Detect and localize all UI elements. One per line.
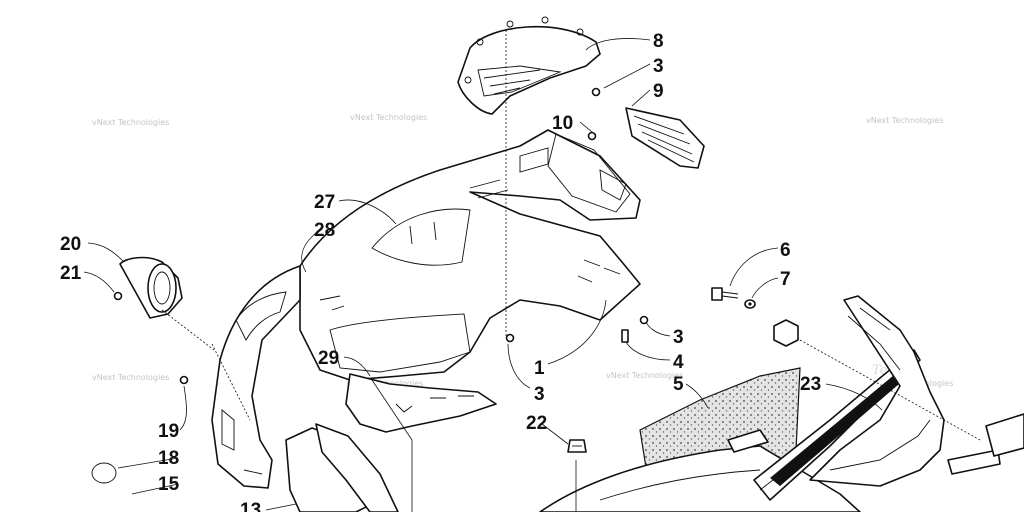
callout-4: 4 [673, 352, 684, 373]
callout-8: 8 [653, 31, 664, 52]
watermark-1: vNext Technologies [92, 118, 169, 127]
callout-19: 19 [158, 421, 179, 442]
part-left-side-panel [211, 265, 301, 489]
callout-27: 27 [314, 192, 335, 213]
watermark-3: vNext Technologies [866, 116, 943, 125]
callout-20: 20 [60, 234, 81, 255]
part-20-duct [119, 256, 183, 319]
part-right-nose [809, 295, 945, 487]
callout-5: 5 [673, 374, 684, 395]
callout-18: 18 [158, 448, 179, 469]
callout-7: 7 [780, 269, 791, 290]
leader-lines [83, 30, 981, 512]
watermark-6: vNext Technologies [606, 371, 683, 380]
callout-13: 13 [240, 500, 261, 512]
part-29-lower-panel [285, 373, 497, 512]
part-8-console [457, 16, 601, 115]
watermark-4: vNext Technologies [92, 373, 169, 382]
callout-1: 1 [534, 358, 545, 379]
part-hood-shell [299, 129, 641, 381]
callout-6: 6 [780, 240, 791, 261]
callout-3-right: 3 [673, 327, 684, 348]
callout-10: 10 [552, 113, 573, 134]
callout-9: 9 [653, 81, 664, 102]
callout-21: 21 [60, 263, 82, 284]
part-23-trim-strip [753, 349, 921, 501]
watermark-2: vNext Technologies [350, 113, 427, 122]
callout-23: 23 [800, 374, 821, 395]
callout-3-bottom: 3 [534, 384, 545, 405]
callout-28: 28 [314, 220, 335, 241]
part-9-vent-grille [625, 107, 705, 169]
callout-22: 22 [526, 413, 547, 434]
hardware [91, 87, 1024, 484]
callout-3-top: 3 [653, 56, 664, 77]
callouts: 8 3 9 10 27 28 20 21 6 7 3 4 29 1 5 23 3… [60, 31, 821, 512]
callout-15: 15 [158, 474, 180, 495]
callout-29: 29 [318, 348, 339, 369]
